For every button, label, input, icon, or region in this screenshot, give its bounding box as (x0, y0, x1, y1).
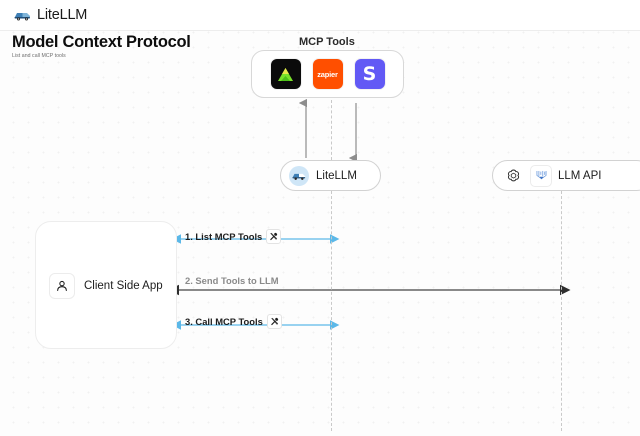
litellm-truck-logo-icon (14, 13, 30, 21)
litellm-truck-icon (289, 165, 309, 186)
user-person-icon (49, 273, 75, 299)
triangle-logo-tool-icon[interactable] (270, 59, 301, 89)
client-inner: Client Side App (49, 273, 163, 299)
openai-icon (502, 164, 524, 187)
openai-glyph (507, 169, 519, 182)
mcp-tools-group: zapier S (251, 50, 404, 98)
brand[interactable]: LiteLLM (14, 7, 87, 23)
tools-glyph (270, 317, 279, 326)
brand-name: LiteLLM (37, 7, 88, 23)
edge-label-send-tools-to-llm: 2. Send Tools to LLM (185, 275, 279, 286)
diagram-canvas (0, 31, 640, 436)
node-litellm-label: LiteLLM (316, 169, 357, 182)
lifeline-litellm-lower (331, 191, 332, 431)
edge-3-text: 3. Call MCP Tools (185, 316, 263, 327)
node-llm-api-label: LLM API (558, 169, 602, 182)
node-client-side-app-label: Client Side App (84, 280, 163, 292)
page-title: Model Context Protocol (12, 33, 191, 51)
truck-glyph (292, 173, 306, 181)
zapier-wordmark: zapier (317, 69, 338, 79)
tools-glyph (270, 232, 278, 241)
top-header-bar: LiteLLM (0, 0, 640, 31)
node-client-side-app[interactable]: Client Side App (35, 221, 177, 349)
bedrock-glyph (536, 170, 546, 180)
page-subtitle: List and call MCP tools (12, 53, 66, 59)
slack-s-tool-icon[interactable]: S (354, 59, 385, 89)
slack-letter: S (362, 62, 377, 85)
edge-1-text: 1. List MCP Tools (185, 231, 263, 242)
bedrock-icon (530, 164, 552, 187)
lifeline-litellm (331, 100, 332, 160)
tools-icon (266, 314, 282, 329)
node-litellm[interactable]: LiteLLM (280, 160, 381, 191)
person-glyph (57, 280, 67, 292)
edge-2-text: 2. Send Tools to LLM (185, 275, 279, 286)
node-llm-api[interactable]: LLM API (492, 160, 640, 191)
mcp-tools-group-label: MCP Tools (299, 36, 355, 48)
edge-label-call-mcp-tools: 3. Call MCP Tools (185, 314, 282, 329)
lifeline-llm-api (561, 191, 562, 431)
triangle-glyph (278, 67, 293, 81)
zapier-tool-icon[interactable]: zapier (312, 59, 343, 89)
edge-label-list-mcp-tools: 1. List MCP Tools (185, 229, 282, 244)
tools-icon (266, 229, 282, 244)
